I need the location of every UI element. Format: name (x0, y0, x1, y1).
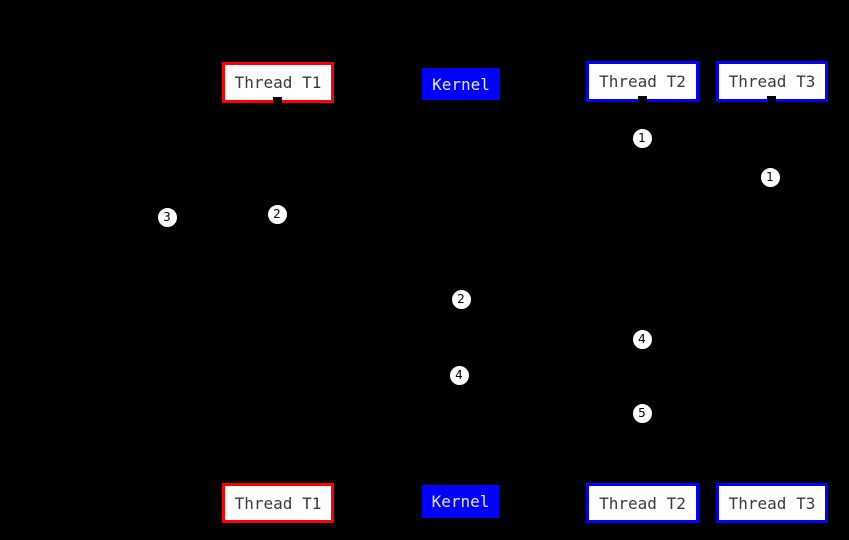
actor-label-kernel: Kernel (432, 74, 490, 94)
step-marker: 5 (631, 402, 653, 424)
actor-box-thread-t1-top: Thread T1 (222, 62, 334, 103)
step-marker: 3 (156, 206, 178, 228)
actor-box-thread-t1-bottom: Thread T1 (222, 483, 334, 523)
step-marker: 4 (631, 328, 653, 350)
step-marker: 2 (266, 203, 288, 225)
lifeline-stub-t3-top (767, 96, 776, 103)
actor-box-thread-t3-top: Thread T3 (716, 61, 828, 102)
actor-label-thread-t2: Thread T2 (599, 72, 686, 91)
actor-label-thread-t2: Thread T2 (599, 493, 686, 513)
step-marker: 1 (759, 166, 781, 188)
actor-box-thread-t2-bottom: Thread T2 (586, 483, 699, 523)
step-marker: 1 (631, 127, 653, 149)
actor-box-thread-t3-bottom: Thread T3 (716, 483, 828, 523)
actor-box-kernel-bottom: Kernel (422, 485, 499, 518)
actor-label-thread-t3: Thread T3 (728, 72, 816, 91)
actor-box-kernel-top: Kernel (422, 68, 500, 100)
lifeline-stub-t1-top (273, 97, 282, 104)
actor-label-thread-t3: Thread T3 (728, 493, 816, 513)
actor-label-kernel: Kernel (431, 492, 490, 511)
lifeline-stub-t2-top (638, 96, 647, 103)
step-marker: 2 (450, 288, 472, 310)
step-marker: 4 (448, 364, 470, 386)
actor-label-thread-t1: Thread T1 (234, 73, 322, 92)
actor-label-thread-t1: Thread T1 (234, 493, 322, 513)
